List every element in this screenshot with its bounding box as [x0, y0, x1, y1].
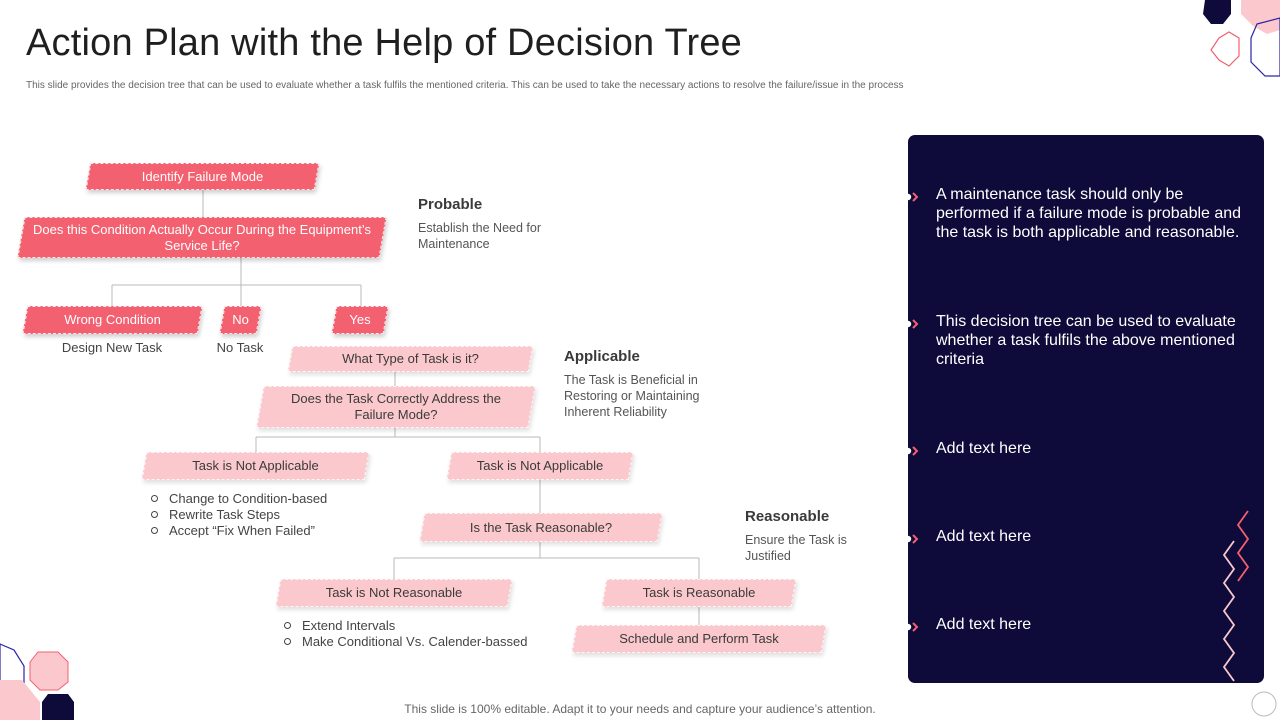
bottom-left-decoration-icon — [0, 643, 74, 720]
yes-box: Yes — [331, 306, 389, 334]
applicable-heading: Applicable — [564, 348, 640, 365]
probable-description: Establish the Need for Maintenance — [418, 221, 541, 251]
condition-question-label: Does this Condition Actually Occur Durin… — [33, 221, 371, 253]
panel-item-4: Add text here — [936, 528, 1032, 545]
not-reasonable-label: Task is Not Reasonable — [325, 585, 463, 600]
schedule-task-box: Schedule and Perform Task — [571, 625, 827, 653]
bottom-right-circle-icon — [1251, 691, 1277, 717]
probable-heading: Probable — [418, 196, 483, 213]
yes-label: Yes — [349, 312, 371, 327]
panel-item-5: Add text here — [936, 616, 1032, 633]
not-applicable-actions-list: Change to Condition-based Rewrite Task S… — [149, 491, 327, 539]
wrong-condition-box: Wrong Condition — [22, 306, 203, 334]
page-subtitle: This slide provides the decision tree th… — [26, 80, 904, 91]
not-applicable-right-box: Task is Not Applicable — [446, 452, 634, 480]
task-type-box: What Type of Task is it? — [287, 346, 534, 372]
address-failure-box: Does the Task Correctly Address the Fail… — [256, 386, 536, 428]
reasonable-description: Ensure the Task is Justified — [745, 533, 847, 563]
applicable-description: The Task is Beneficial in Restoring or M… — [564, 373, 700, 419]
panel-item-2: This decision tree can be used to evalua… — [936, 313, 1236, 368]
address-failure-label: Does the Task Correctly Address the Fail… — [290, 391, 502, 422]
is-reasonable-box: Task is Reasonable — [601, 579, 797, 607]
not-reasonable-actions-list: Extend Intervals Make Conditional Vs. Ca… — [282, 618, 527, 650]
reasonable-heading: Reasonable — [745, 508, 830, 525]
identify-failure-mode-label: Identify Failure Mode — [141, 168, 264, 184]
no-task-caption: No Task — [216, 340, 264, 355]
wrong-condition-label: Wrong Condition — [64, 312, 161, 327]
bullet-chevron-icon — [904, 622, 919, 632]
list-item: Rewrite Task Steps — [149, 507, 327, 523]
not-reasonable-box: Task is Not Reasonable — [275, 579, 513, 607]
top-right-decoration-icon — [1203, 0, 1280, 77]
no-label: No — [232, 312, 249, 327]
list-item: Extend Intervals — [282, 618, 527, 634]
reasonable-question-label: Is the Task Reasonable? — [469, 519, 613, 535]
bullet-chevron-icon — [904, 534, 919, 544]
not-applicable-left-label: Task is Not Applicable — [192, 458, 319, 473]
not-applicable-right-label: Task is Not Applicable — [476, 458, 604, 473]
info-panel — [908, 135, 1264, 683]
bullet-chevron-icon — [904, 446, 919, 456]
footer-note: This slide is 100% editable. Adapt it to… — [404, 702, 876, 716]
condition-question-box: Does this Condition Actually Occur Durin… — [17, 217, 387, 258]
not-applicable-left-box: Task is Not Applicable — [141, 452, 370, 480]
list-item: Change to Condition-based — [149, 491, 327, 507]
bullet-chevron-icon — [904, 192, 919, 202]
design-new-task-caption: Design New Task — [61, 340, 163, 355]
task-type-label: What Type of Task is it? — [342, 351, 479, 366]
schedule-task-label: Schedule and Perform Task — [619, 631, 779, 646]
page-title: Action Plan with the Help of Decision Tr… — [26, 22, 742, 64]
reasonable-question-box: Is the Task Reasonable? — [419, 513, 663, 542]
list-item: Accept “Fix When Failed” — [149, 523, 327, 539]
panel-item-3: Add text here — [936, 440, 1032, 457]
zigzag-decoration-icon — [1222, 510, 1250, 682]
list-item: Make Conditional Vs. Calender-bassed — [282, 634, 527, 650]
panel-item-1: A maintenance task should only be perfor… — [936, 186, 1242, 241]
identify-failure-mode-box: Identify Failure Mode — [85, 163, 320, 190]
is-reasonable-label: Task is Reasonable — [642, 585, 756, 600]
bullet-chevron-icon — [904, 319, 919, 329]
no-box: No — [219, 306, 262, 334]
